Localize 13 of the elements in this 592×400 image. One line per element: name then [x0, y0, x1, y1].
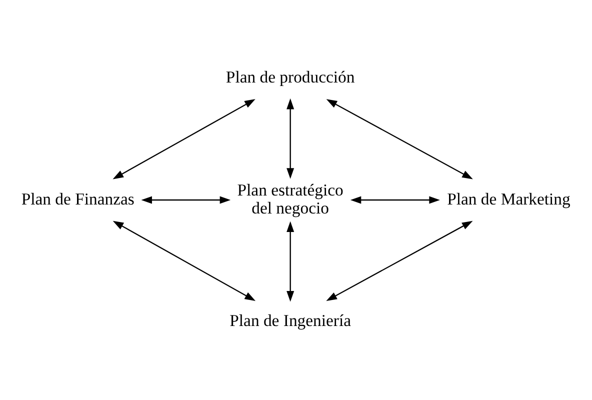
node-text: Plan de Ingeniería [230, 311, 352, 330]
node-text: Plan de Marketing [447, 189, 570, 208]
node-text: Plan de Finanzas [21, 189, 134, 208]
arrow [112, 99, 256, 180]
arrow [141, 196, 231, 204]
arrow [286, 221, 294, 302]
arrow [326, 99, 473, 180]
arrow [286, 98, 294, 179]
arrow [112, 220, 256, 301]
arrow [326, 220, 473, 301]
node-text: Plan de producción [226, 68, 355, 87]
node-text: Plan estratégico del negocio [237, 180, 344, 218]
arrow [350, 196, 440, 204]
